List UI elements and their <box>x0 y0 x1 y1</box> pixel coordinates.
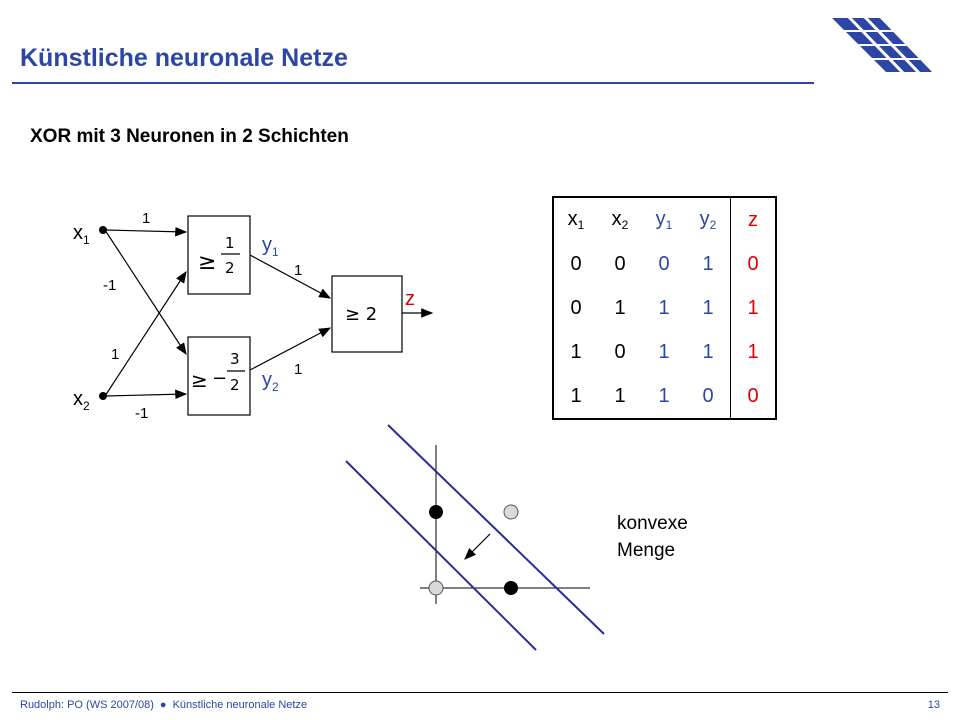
footer-divider <box>12 692 948 693</box>
slide-title: Künstliche neuronale Netze <box>20 44 348 72</box>
normal-arrow <box>464 533 491 560</box>
edge-x1-n1 <box>104 226 188 237</box>
table-cell: 0 <box>614 340 626 363</box>
point-00-grey <box>428 580 444 596</box>
table-cell: 1 <box>730 330 776 374</box>
point-11-grey <box>503 504 519 520</box>
page-number: 13 <box>927 699 940 711</box>
table-header-y1: y1 <box>655 208 673 232</box>
table-header-x2: x2 <box>611 208 629 232</box>
weight-x1-y2: -1 <box>103 277 116 294</box>
table-cell: 1 <box>702 296 714 319</box>
svg-text:≥: ≥ <box>198 250 216 275</box>
input-node-x2 <box>99 392 107 400</box>
edge-x1-n2 <box>104 229 187 356</box>
convex-label-line1: konvexe <box>617 513 688 534</box>
grid-perspective-logo <box>832 12 940 78</box>
slide-subtitle: XOR mit 3 Neuronen in 2 Schichten <box>30 126 349 147</box>
input-label-x1: x1 <box>73 222 90 247</box>
table-cell: 0 <box>570 296 582 319</box>
separating-line-lower <box>345 460 537 651</box>
edge-x2-n1 <box>104 270 187 397</box>
table-header-x1: x1 <box>567 208 585 232</box>
bullet-icon: ● <box>159 699 167 711</box>
table-cell: 1 <box>614 296 626 319</box>
convex-set-label: konvexe Menge <box>617 510 688 564</box>
table-cell: 0 <box>570 252 582 275</box>
svg-text:3: 3 <box>230 350 240 368</box>
table-cell: 1 <box>614 384 626 407</box>
table-cell: 0 <box>658 252 670 275</box>
table-cell: 1 <box>702 340 714 363</box>
table-header-z: z <box>730 197 776 242</box>
svg-text:2: 2 <box>225 259 235 277</box>
edge-y2-z <box>249 327 332 371</box>
table-cell: 1 <box>658 296 670 319</box>
edge-x2-n2 <box>104 389 188 400</box>
slide-footer: Rudolph: PO (WS 2007/08) ● Künstliche neur… <box>0 692 960 720</box>
table-cell: 0 <box>730 374 776 419</box>
table-header-row: x1 x2 y1 y2 z <box>553 197 776 242</box>
table-cell: 1 <box>702 252 714 275</box>
input-label-x2: x2 <box>73 388 90 413</box>
output-label-z: z <box>405 288 415 310</box>
table-cell: 1 <box>570 340 582 363</box>
weight-x1-y1: 1 <box>142 210 150 227</box>
convex-label-line2: Menge <box>617 540 676 561</box>
xor-separation-plot <box>345 424 605 651</box>
footer-section: Künstliche neuronale Netze <box>172 699 308 711</box>
hidden-label-y1: y1 <box>262 234 279 259</box>
svg-text:2: 2 <box>230 376 240 394</box>
input-node-x1 <box>99 226 107 234</box>
table-cell: 1 <box>730 286 776 330</box>
output-threshold: ≥ 2 <box>345 304 377 325</box>
svg-text:−: − <box>212 368 227 389</box>
svg-text:1: 1 <box>225 234 235 252</box>
point-10-black <box>504 581 518 595</box>
footer-course: Rudolph: PO (WS 2007/08) <box>20 699 154 711</box>
threshold-minus-three-halves: ≥ − 3 2 <box>191 350 245 394</box>
table-cell: 0 <box>702 384 714 407</box>
weight-x2-y2: -1 <box>135 405 148 422</box>
weight-y1-z: 1 <box>294 262 302 279</box>
table-row: 1 0 1 1 1 <box>553 330 776 374</box>
separating-line-upper <box>387 424 605 635</box>
table-row: 1 1 1 0 0 <box>553 374 776 419</box>
table-cell: 0 <box>614 252 626 275</box>
title-divider <box>12 82 814 84</box>
footer-left: Rudolph: PO (WS 2007/08) ● Künstliche neur… <box>20 699 307 711</box>
table-cell: 1 <box>658 340 670 363</box>
edge-y1-z <box>249 254 332 299</box>
threshold-half: ≥ 1 2 <box>198 234 240 277</box>
svg-text:≥: ≥ <box>191 368 208 392</box>
neuron-2 <box>187 336 251 416</box>
hidden-label-y2: y2 <box>262 369 279 394</box>
point-01-black <box>429 505 443 519</box>
table-row: 0 0 0 1 0 <box>553 242 776 286</box>
table-cell: 0 <box>730 242 776 286</box>
table-cell: 1 <box>658 384 670 407</box>
table-cell: 1 <box>570 384 582 407</box>
table-header-y2: y2 <box>699 208 717 232</box>
weight-y2-z: 1 <box>294 361 302 378</box>
neuron-1 <box>187 215 251 295</box>
weight-x2-y1: 1 <box>111 346 119 363</box>
xor-truth-table: x1 x2 y1 y2 z 0 0 0 1 0 0 1 1 1 1 1 0 1 … <box>552 196 777 420</box>
output-neuron <box>331 275 403 353</box>
table-row: 0 1 1 1 1 <box>553 286 776 330</box>
